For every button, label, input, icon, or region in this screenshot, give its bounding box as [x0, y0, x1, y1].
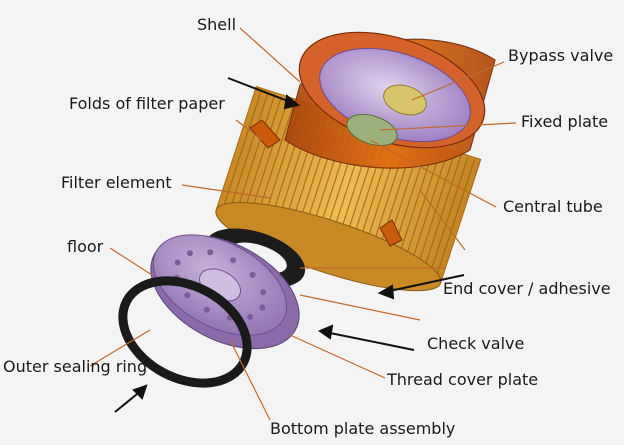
- label-bottom-plate: Bottom plate assembly: [270, 419, 456, 438]
- plate-hole: [260, 289, 267, 296]
- pleat-line: [248, 98, 289, 219]
- pleat-line: [408, 150, 449, 271]
- plate-hole: [207, 249, 214, 256]
- plate-hole: [259, 304, 266, 311]
- pleat-line: [401, 148, 442, 269]
- label-thread-plate: Thread cover plate: [387, 370, 539, 389]
- label-check-valve: Check valve: [427, 334, 525, 353]
- plate-hole: [186, 250, 193, 257]
- plate-hole: [249, 271, 256, 278]
- pleat-line: [428, 157, 469, 278]
- pleat-line: [434, 159, 476, 280]
- label-central-tube: Central tube: [503, 197, 603, 216]
- plate-hole: [184, 292, 191, 299]
- arrows: [114, 77, 465, 413]
- label-shell: Shell: [197, 15, 237, 34]
- pleat-line: [421, 154, 462, 276]
- label-fixed-plate: Fixed plate: [521, 112, 609, 131]
- outer-sealing-ring: [118, 276, 252, 388]
- label-outer-ring: Outer sealing ring: [3, 357, 148, 376]
- label-bypass-valve: Bypass valve: [508, 46, 614, 65]
- plate-hole: [174, 259, 181, 266]
- pleat-line: [221, 90, 262, 211]
- pleat-line: [394, 146, 436, 267]
- plate-hole: [247, 313, 254, 320]
- shell-cup: [249, 31, 496, 247]
- label-end-cover: End cover / adhesive: [443, 279, 611, 298]
- leader-lines: [89, 27, 517, 421]
- plate-hole: [230, 257, 237, 264]
- label-floor: floor: [67, 237, 104, 256]
- pleat-line: [241, 96, 282, 217]
- bottom-plate: [150, 234, 300, 350]
- pleat-line: [255, 100, 296, 222]
- label-folds: Folds of filter paper: [69, 94, 225, 113]
- pleat-line: [414, 152, 456, 273]
- pleat-line: [228, 92, 269, 213]
- label-filter-element: Filter element: [61, 173, 172, 192]
- plate-hole: [203, 306, 210, 313]
